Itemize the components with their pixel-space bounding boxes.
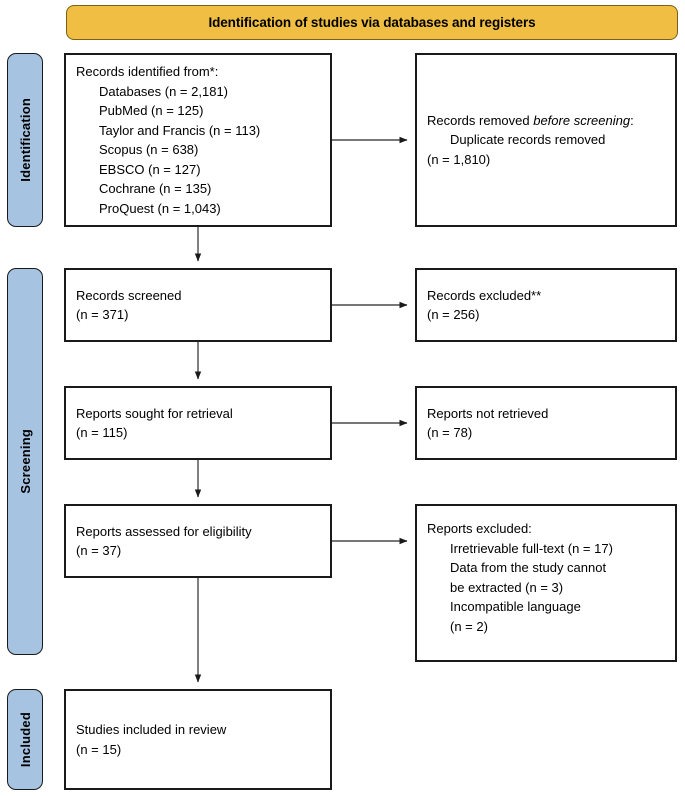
records-screened-count: (n = 371)	[76, 307, 129, 322]
reports-sought-count: (n = 115)	[76, 425, 128, 440]
records-removed-duplicates: Duplicate records removed	[450, 132, 606, 148]
records-excluded-label: Records excluded**	[427, 287, 542, 303]
box-reports-assessed: Reports assessed for eligibility (n = 37…	[64, 504, 332, 578]
records-identified-item: Taylor and Francis (n = 113)	[99, 122, 261, 138]
records-identified-item: Databases (n = 2,181)	[99, 83, 228, 99]
records-identified-item: ProQuest (n = 1,043)	[99, 200, 221, 216]
records-identified-item: EBSCO (n = 127)	[99, 161, 201, 177]
stage-label-screening: Screening	[7, 268, 43, 655]
box-records-removed: Records removed before screening: Duplic…	[415, 53, 677, 227]
studies-included-label: Studies included in review	[76, 722, 227, 737]
reports-excluded-item: Incompatible language	[450, 599, 581, 614]
records-screened-label: Records screened	[76, 287, 182, 303]
reports-sought-label: Reports sought for retrieval	[76, 405, 233, 421]
stage-label-included-text: Included	[17, 711, 33, 768]
box-records-excluded: Records excluded** (n = 256)	[415, 268, 677, 342]
records-removed-heading-italic: before screening	[533, 112, 631, 128]
box-reports-not-retrieved: Reports not retrieved (n = 78)	[415, 386, 677, 460]
box-records-screened: Records screened (n = 371)	[64, 268, 332, 342]
records-removed-heading-part3: :	[630, 112, 634, 128]
stage-label-identification-text: Identification	[17, 98, 33, 182]
records-identified-item: Cochrane (n = 135)	[99, 181, 212, 196]
reports-not-retrieved-label: Reports not retrieved	[427, 405, 549, 421]
studies-included-count: (n = 15)	[76, 741, 122, 757]
records-identified-heading: Records identified from*:	[76, 64, 219, 79]
stage-label-screening-text: Screening	[17, 429, 33, 494]
reports-excluded-item: (n = 2)	[450, 618, 488, 634]
stage-label-included: Included	[7, 689, 43, 790]
reports-excluded-item: Data from the study cannot	[450, 560, 607, 575]
reports-excluded-item: Irretrievable full-text (n = 17)	[450, 540, 613, 556]
records-identified-item: PubMed (n = 125)	[99, 103, 204, 118]
box-reports-sought: Reports sought for retrieval (n = 115)	[64, 386, 332, 460]
records-excluded-count: (n = 256)	[427, 307, 480, 322]
records-removed-heading: Records removed before screening:	[427, 111, 665, 131]
reports-not-retrieved-count: (n = 78)	[427, 425, 473, 440]
records-identified-item: Scopus (n = 638)	[99, 142, 199, 157]
records-removed-count: (n = 1,810)	[427, 151, 491, 167]
reports-excluded-item: be extracted (n = 3)	[450, 579, 564, 595]
reports-assessed-label: Reports assessed for eligibility	[76, 523, 252, 539]
diagram-title-banner: Identification of studies via databases …	[66, 5, 678, 40]
box-studies-included: Studies included in review (n = 15)	[64, 689, 332, 790]
reports-excluded-heading: Reports excluded:	[427, 521, 532, 536]
box-reports-excluded: Reports excluded: Irretrievable full-tex…	[415, 504, 677, 662]
stage-label-identification: Identification	[7, 53, 43, 227]
records-removed-heading-part1: Records removed	[427, 112, 534, 128]
box-records-identified: Records identified from*: Databases (n =…	[64, 53, 332, 227]
page-title: Identification of studies via databases …	[208, 15, 536, 30]
reports-assessed-count: (n = 37)	[76, 543, 122, 558]
